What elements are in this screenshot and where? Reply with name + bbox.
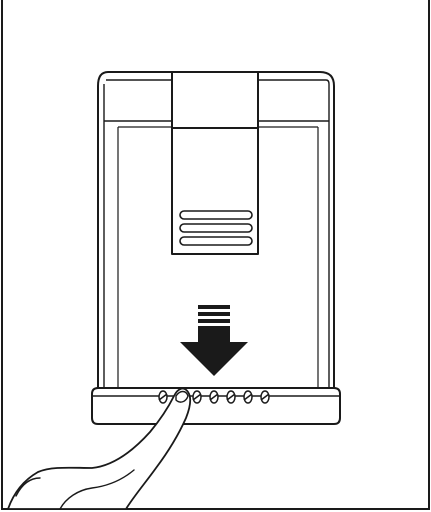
drain-hole [192,390,202,404]
drain-hole [226,390,236,404]
drain-hole [243,390,253,404]
drain-hole [209,390,219,404]
drain-hole [158,390,168,404]
grip-ridges [179,210,253,246]
tray-clip [171,71,259,255]
hand-illustration [7,387,192,510]
drain-holes [158,390,270,404]
down-arrow-icon [180,305,248,376]
drain-hole [260,390,270,404]
